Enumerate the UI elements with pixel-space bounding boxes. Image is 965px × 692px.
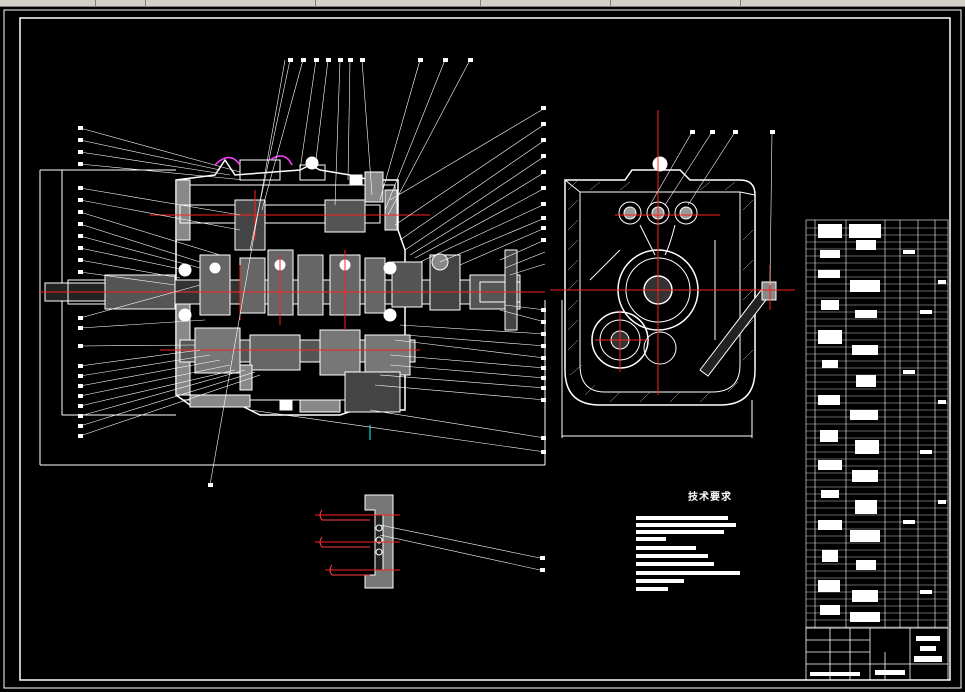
main-centerlines (40, 190, 545, 351)
main-leaders-right (249, 107, 546, 453)
window-tabstrip (0, 0, 965, 7)
detail-balloons (540, 556, 545, 572)
tab-3[interactable] (145, 0, 316, 6)
detail-centerlines (315, 514, 400, 571)
side-balloons (690, 130, 775, 134)
balloon-marks (78, 58, 546, 487)
parts-list-fills (818, 224, 946, 622)
tab-5[interactable] (480, 0, 611, 6)
side-centerlines (550, 110, 795, 395)
title-block (805, 627, 949, 681)
breather-accent (214, 155, 293, 166)
tab-6[interactable] (610, 0, 741, 6)
tab-4[interactable] (315, 0, 481, 6)
tab-2[interactable] (95, 0, 146, 6)
inner-frame (19, 17, 951, 681)
outer-frame (3, 9, 962, 689)
tech-requirements-lines (636, 516, 740, 591)
cad-drawing-canvas[interactable] (0, 6, 965, 692)
tab-1[interactable] (0, 0, 96, 6)
side-leaders (649, 131, 773, 286)
side-hatching (567, 179, 754, 403)
main-leaders-left (79, 127, 261, 437)
title-block-fills (810, 636, 942, 676)
main-leaders-top (209, 59, 471, 486)
main-section-view (39, 156, 546, 466)
technical-requirements-title: 技术要求 (688, 492, 732, 503)
